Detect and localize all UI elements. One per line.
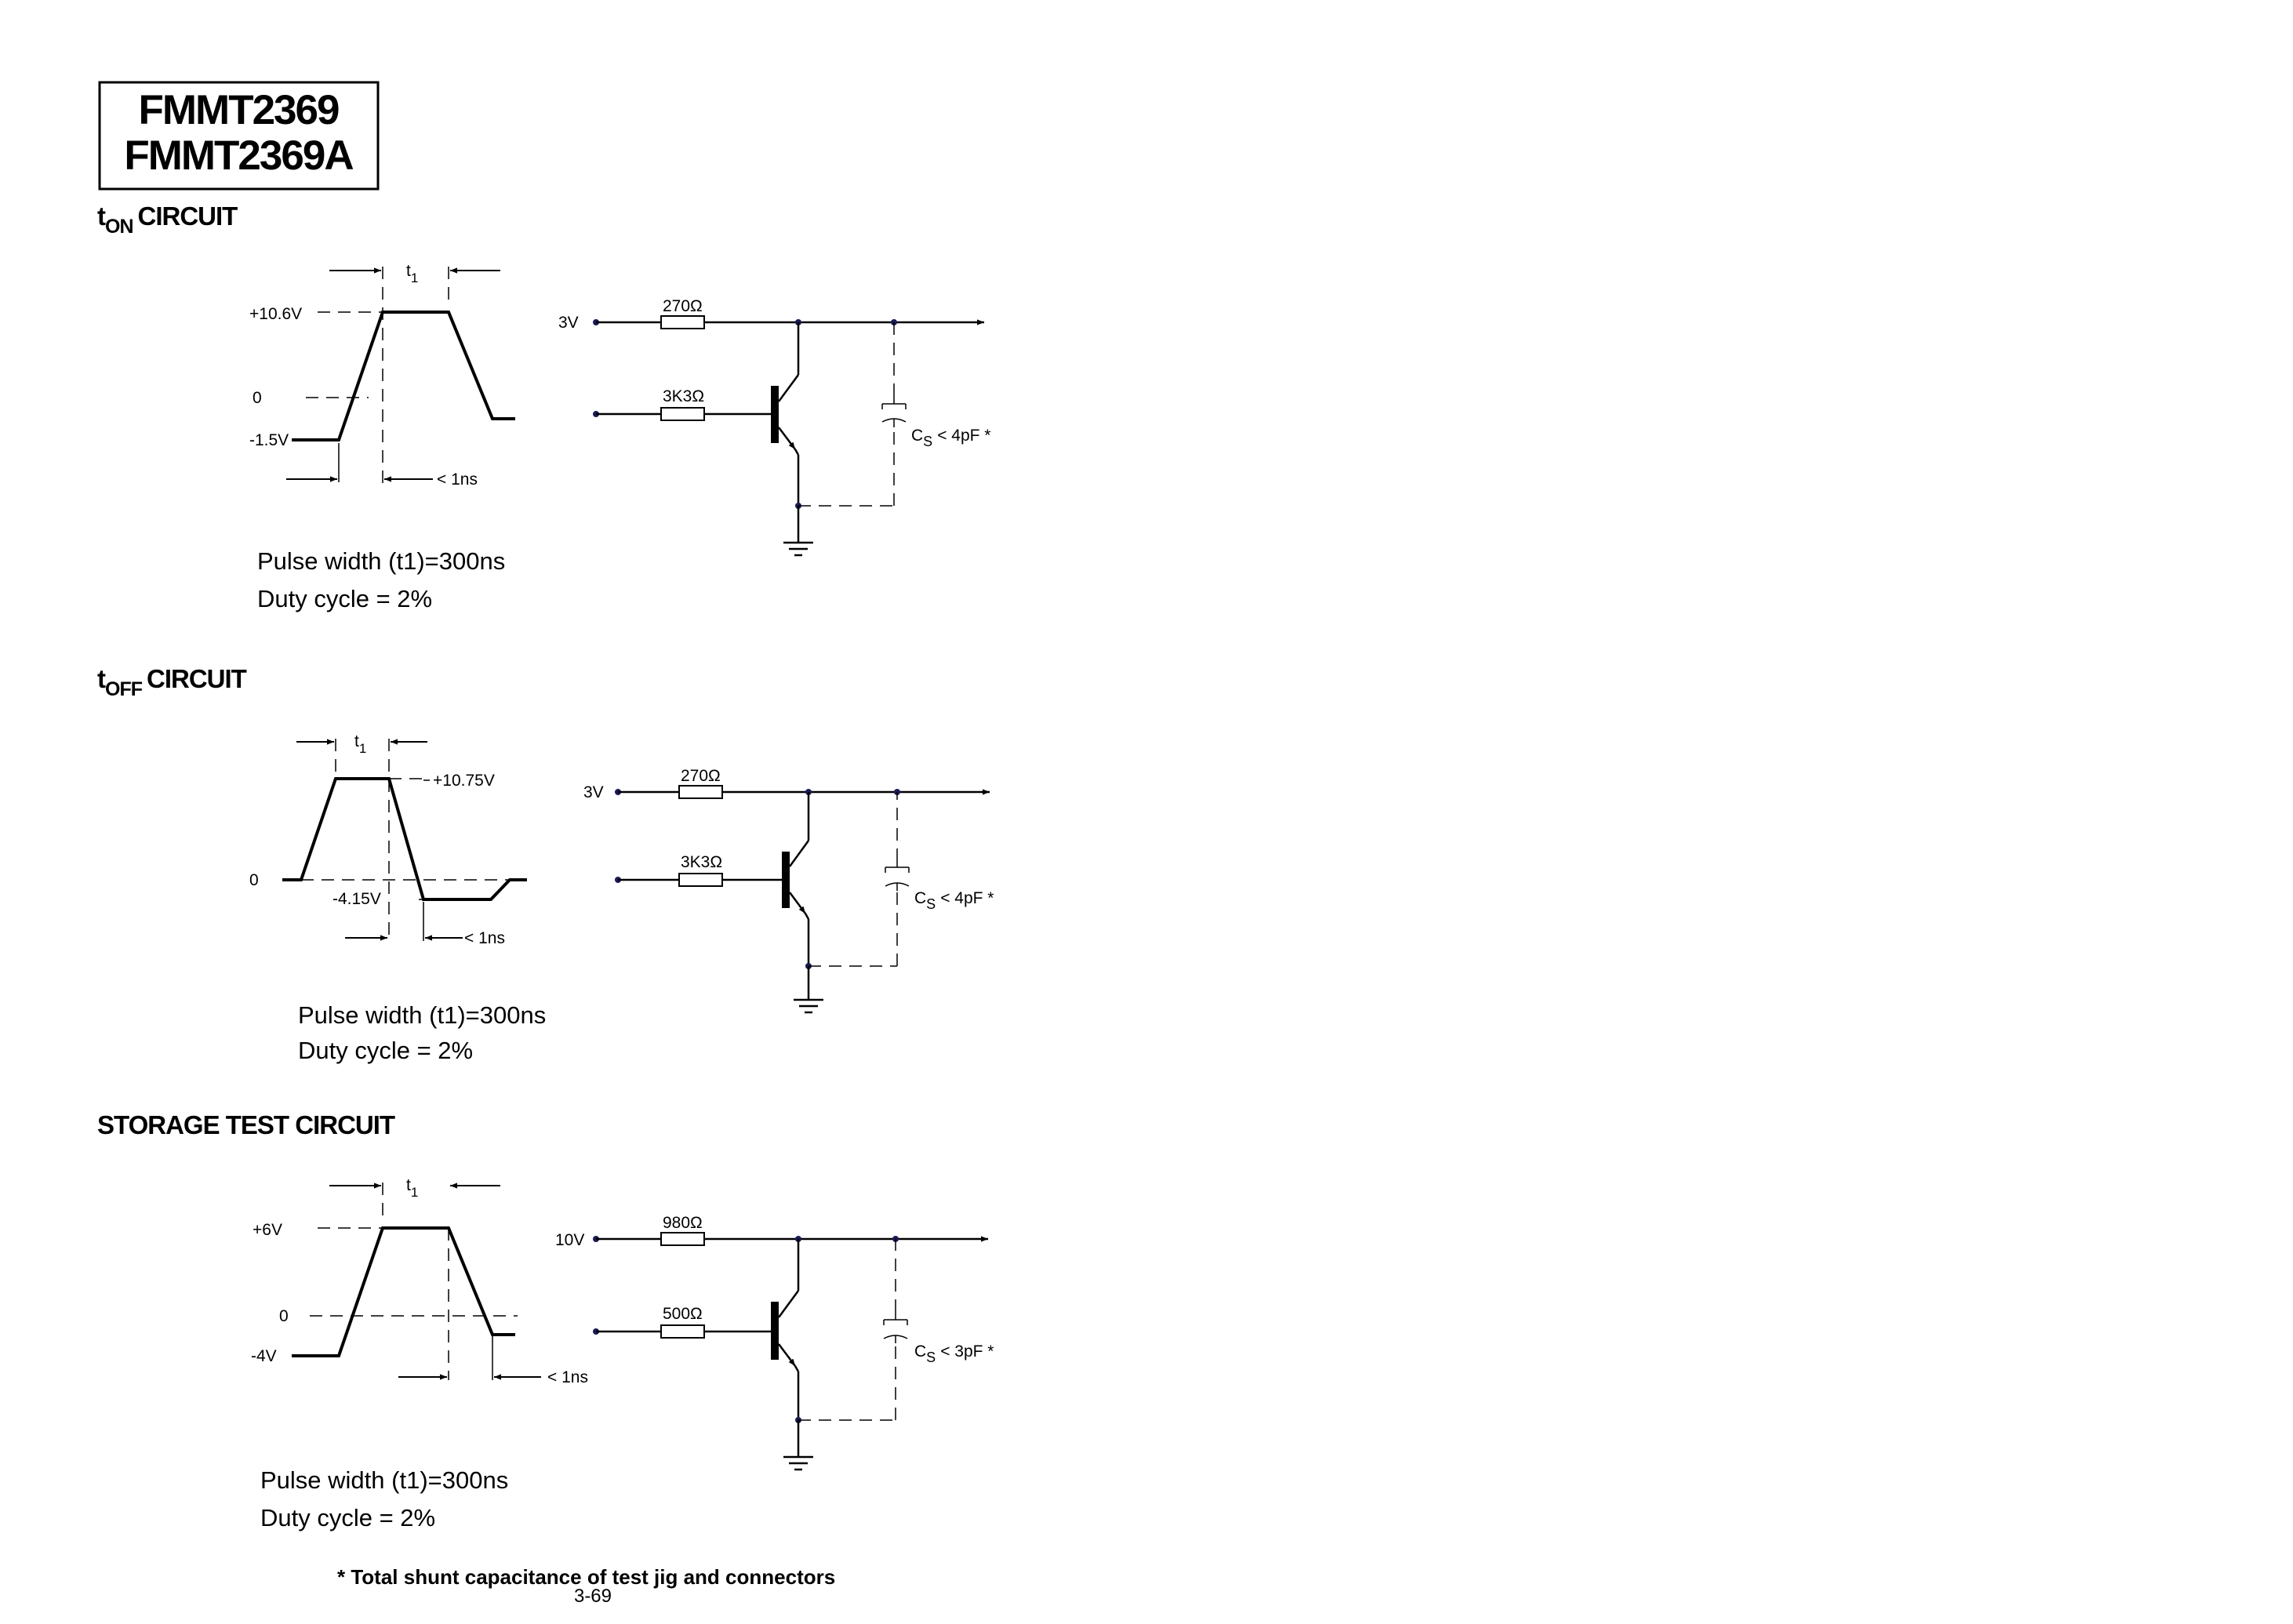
storage-level-zero: 0 bbox=[279, 1307, 289, 1325]
storage-duty-cycle-note: Duty cycle = 2% bbox=[260, 1504, 435, 1531]
page-number: 3-69 bbox=[574, 1586, 612, 1607]
storage-base-resistor-label: 500Ω bbox=[663, 1305, 703, 1323]
toff-heading-sub: OFF bbox=[105, 678, 143, 700]
ton-risetime-label: < 1ns bbox=[437, 470, 478, 489]
storage-cs-label: CS< 3pF * bbox=[914, 1342, 994, 1365]
ton-cs-label: CS< 4pF * bbox=[911, 427, 990, 449]
toff-cs-label: CS< 4pF * bbox=[914, 889, 994, 912]
toff-base-resistor-label: 3K3Ω bbox=[681, 853, 722, 871]
storage-base-resistor bbox=[660, 1324, 705, 1339]
storage-section: STORAGE TEST CIRCUIT t1 +6V 0 -4V < 1ns … bbox=[97, 1110, 994, 1531]
ton-base-resistor bbox=[660, 407, 705, 421]
toff-shunt-capacitor bbox=[885, 861, 910, 891]
ton-t1-label: t1 bbox=[406, 262, 418, 285]
ton-shunt-capacitor bbox=[881, 396, 907, 427]
ton-heading-t: t bbox=[97, 202, 106, 231]
ton-level-low: -1.5V bbox=[249, 431, 289, 449]
ton-ground-symbol bbox=[783, 506, 813, 557]
ton-pulse-width-note: Pulse width (t1)=300ns bbox=[257, 547, 505, 575]
ton-level-zero: 0 bbox=[253, 389, 262, 407]
title-line-2: FMMT2369A bbox=[124, 133, 353, 179]
storage-risetime-label: < 1ns bbox=[547, 1368, 588, 1386]
toff-t1-label: t1 bbox=[354, 732, 366, 756]
toff-ground-symbol bbox=[794, 966, 823, 1014]
footnote: * Total shunt capacitance of test jig an… bbox=[337, 1565, 835, 1589]
ton-base-resistor-label: 3K3Ω bbox=[663, 387, 704, 405]
toff-circuit: 3V 270Ω 3K3Ω bbox=[583, 767, 994, 1014]
storage-shunt-capacitor bbox=[883, 1312, 908, 1343]
storage-supply-label: 10V bbox=[555, 1231, 584, 1249]
toff-heading-t: t bbox=[97, 664, 106, 693]
storage-transistor-symbol bbox=[771, 1239, 800, 1420]
title-line-1: FMMT2369 bbox=[139, 87, 339, 133]
storage-collector-resistor bbox=[660, 1232, 705, 1246]
ton-supply-label: 3V bbox=[558, 314, 579, 332]
ton-transistor-symbol bbox=[771, 322, 800, 506]
part-number-title: FMMT2369 FMMT2369A bbox=[98, 81, 380, 191]
toff-pulse-width-note: Pulse width (t1)=300ns bbox=[298, 1001, 546, 1029]
toff-collector-resistor bbox=[678, 785, 723, 799]
storage-collector-resistor-label: 980Ω bbox=[663, 1214, 703, 1232]
ton-collector-resistor bbox=[660, 315, 705, 329]
toff-collector-resistor-label: 270Ω bbox=[681, 767, 721, 785]
ton-collector-resistor-label: 270Ω bbox=[663, 297, 703, 315]
storage-circuit: 10V 980Ω 500Ω bbox=[555, 1214, 994, 1471]
ton-circuit: 3V 270Ω 3K3Ω bbox=[558, 297, 990, 557]
toff-risetime-label: < 1ns bbox=[464, 929, 505, 947]
storage-heading: STORAGE TEST CIRCUIT bbox=[97, 1110, 395, 1139]
toff-level-high: +10.75V bbox=[433, 772, 495, 790]
toff-base-resistor bbox=[678, 873, 723, 887]
toff-level-low: -4.15V bbox=[333, 890, 381, 908]
storage-ground-symbol bbox=[783, 1420, 813, 1471]
storage-t1-label: t1 bbox=[406, 1176, 418, 1200]
toff-duty-cycle-note: Duty cycle = 2% bbox=[298, 1037, 473, 1064]
ton-level-high: +10.6V bbox=[249, 305, 302, 323]
storage-level-high: +6V bbox=[253, 1221, 282, 1239]
ton-heading-rest: CIRCUIT bbox=[138, 202, 238, 231]
storage-pulse-width-note: Pulse width (t1)=300ns bbox=[260, 1466, 508, 1494]
storage-level-low: -4V bbox=[251, 1347, 277, 1365]
storage-waveform: t1 +6V 0 -4V < 1ns bbox=[251, 1176, 588, 1386]
toff-supply-label: 3V bbox=[583, 783, 604, 801]
toff-waveform: t1 +10.75V 0 -4.15V < 1ns bbox=[249, 732, 527, 947]
ton-waveform: t1 +10.6V 0 -1.5V < 1ns bbox=[249, 262, 515, 489]
ton-heading-sub: ON bbox=[105, 216, 133, 238]
ton-duty-cycle-note: Duty cycle = 2% bbox=[257, 585, 432, 612]
toff-level-zero: 0 bbox=[249, 871, 259, 889]
toff-heading-rest: CIRCUIT bbox=[147, 664, 247, 693]
title-box bbox=[98, 81, 380, 191]
toff-transistor-symbol bbox=[782, 792, 810, 966]
